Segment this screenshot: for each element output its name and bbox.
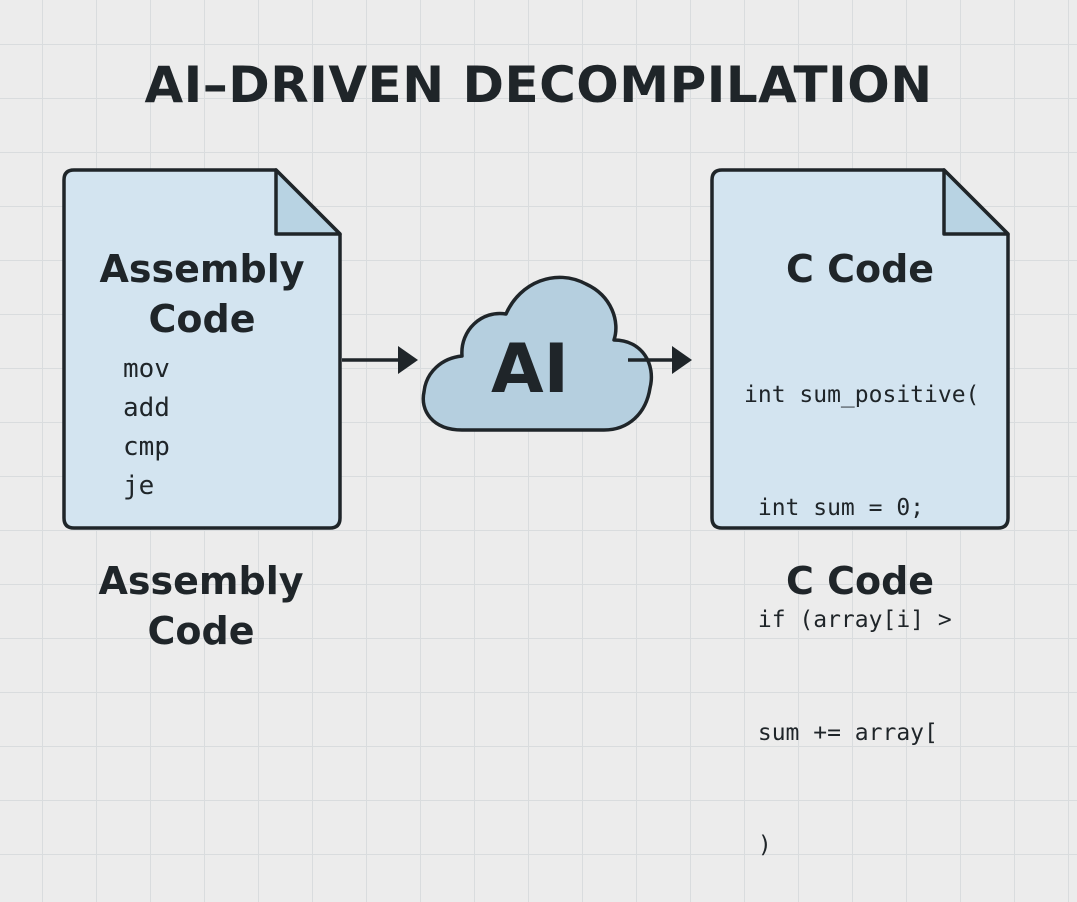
assembly-document-fold	[274, 168, 342, 236]
assembly-code-line: add	[123, 393, 170, 423]
c-caption: C Code	[785, 559, 935, 603]
assembly-document-heading: Assembly Code	[72, 244, 332, 344]
assembly-document	[62, 168, 342, 530]
assembly-heading-line1: Assembly	[99, 247, 305, 291]
c-code-line: )	[744, 832, 772, 858]
assembly-document-body	[62, 168, 342, 530]
c-code-line: int sum_positive(	[744, 382, 980, 408]
c-document-heading: C Code	[785, 247, 935, 291]
arrow-ai-to-c	[628, 346, 692, 374]
c-code-line: if (array[i] >	[744, 607, 952, 633]
c-document-body	[710, 168, 1010, 530]
ai-label: AI	[491, 330, 569, 409]
c-code-line: int sum = 0;	[744, 494, 925, 521]
assembly-code-line: je	[123, 471, 155, 501]
diagram-title: AI–DRIVEN DECOMPILATION	[144, 56, 933, 114]
c-document-fold	[942, 168, 1010, 236]
assembly-code-list: mov add cmp je	[123, 350, 170, 506]
diagram-canvas	[62, 168, 1010, 530]
ai-cloud	[421, 275, 654, 432]
assembly-caption-line2: Code	[147, 609, 255, 653]
assembly-code-line: cmp	[123, 432, 170, 462]
assembly-code-line: mov	[123, 354, 170, 384]
assembly-heading-line2: Code	[148, 297, 256, 341]
arrow-assembly-to-ai	[342, 346, 418, 374]
c-document	[710, 168, 1010, 530]
assembly-caption: Assembly Code	[70, 556, 332, 656]
c-code-line: sum += array[	[744, 719, 938, 746]
assembly-caption-line1: Assembly	[98, 559, 304, 603]
